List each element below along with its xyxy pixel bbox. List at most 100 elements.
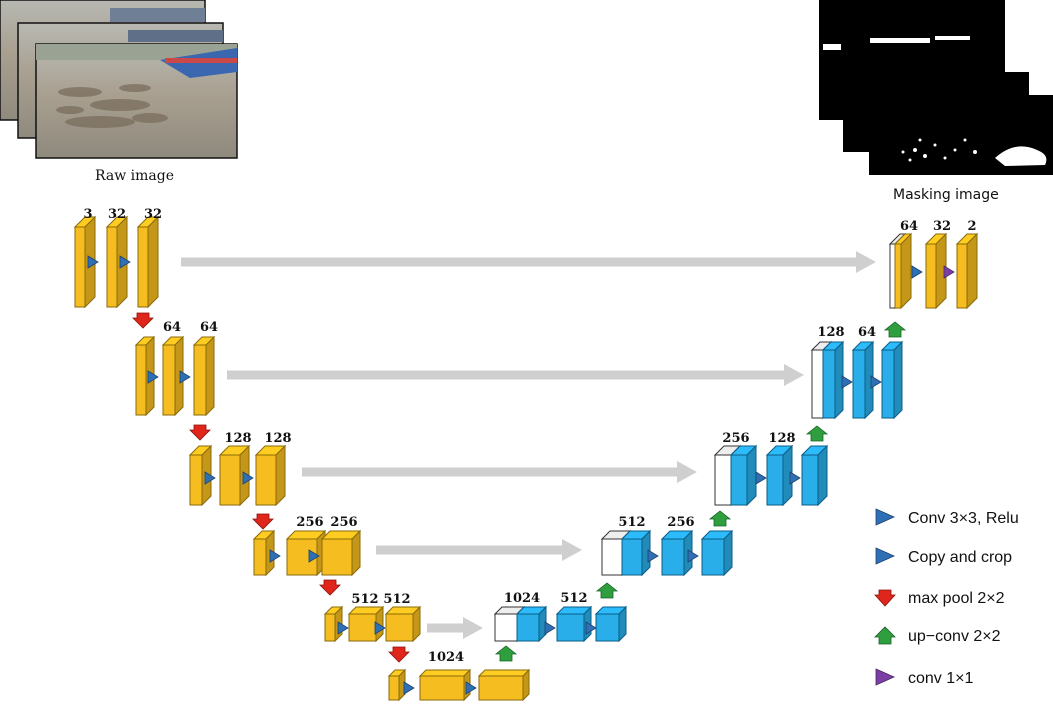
legend-label-1: Conv 3×3, Relu bbox=[908, 510, 1019, 527]
conv-arrow-l2-a bbox=[147, 370, 159, 384]
dec-l4-block-3 bbox=[700, 529, 734, 577]
conv-arrow-l5-a bbox=[337, 621, 349, 635]
conv-arrow-l3-a bbox=[204, 471, 216, 485]
dec-l2-block-3 bbox=[880, 340, 904, 420]
dec-l5-channels-2: 512 bbox=[560, 591, 587, 606]
enc-l4-channels-2: 256 bbox=[330, 515, 357, 530]
dec-l3-block-2 bbox=[765, 444, 794, 507]
conv-arrow-bottom-a bbox=[403, 681, 415, 695]
legend-label-5: conv 1×1 bbox=[908, 670, 973, 687]
max-pool-arrow-l5 bbox=[388, 646, 410, 663]
dec-l1-channels-3: 2 bbox=[967, 219, 976, 234]
legend-label-4: up−conv 2×2 bbox=[908, 628, 1001, 645]
dec-l1-block-2 bbox=[924, 232, 948, 310]
conv-arrow-l2-b bbox=[179, 370, 191, 384]
enc-l5-block-1 bbox=[323, 605, 344, 643]
bottom-block-3 bbox=[477, 668, 531, 702]
enc-l4-block-2 bbox=[285, 529, 327, 577]
enc-l1-channels-3: 32 bbox=[144, 207, 162, 222]
up-conv-arrow-l4 bbox=[708, 510, 732, 527]
enc-l2-block-2 bbox=[161, 335, 185, 417]
copy-crop-arrow-icon bbox=[875, 547, 895, 565]
up-conv-arrow-l5 bbox=[595, 582, 619, 599]
dec-l3-block-3 bbox=[800, 444, 829, 507]
skip-connection-level4 bbox=[376, 539, 582, 561]
dec-l5-block-1 bbox=[515, 605, 548, 643]
raw-image-stack bbox=[0, 0, 238, 159]
max-pool-arrow-l3 bbox=[252, 513, 274, 530]
conv-arrow-icon bbox=[875, 508, 895, 526]
skip-connection-level2 bbox=[227, 364, 804, 386]
conv-arrow-l3-b bbox=[242, 471, 254, 485]
conv-arrow-l5-b bbox=[374, 621, 386, 635]
dec-l3-channels-1: 256 bbox=[722, 431, 749, 446]
conv-arrow-dec-l4-b bbox=[687, 549, 699, 563]
up-conv-arrow-bottom bbox=[494, 645, 518, 662]
dec-l2-block-2 bbox=[851, 340, 875, 420]
enc-l1-channels-2: 32 bbox=[108, 207, 126, 222]
bottom-block-1 bbox=[387, 668, 407, 702]
enc-l2-channels-2: 64 bbox=[200, 320, 218, 335]
dec-l1-block-3 bbox=[955, 232, 979, 310]
legend-label-2: Copy and crop bbox=[908, 549, 1012, 566]
conv-arrow-l1-b bbox=[119, 255, 131, 269]
dec-l2-channels-2: 64 bbox=[858, 325, 876, 340]
max-pool-arrow-l1 bbox=[132, 312, 154, 329]
conv-arrow-dec-l2-a bbox=[841, 375, 853, 389]
enc-l2-channels-1: 64 bbox=[163, 320, 181, 335]
enc-l1-block-3 bbox=[136, 215, 160, 309]
dec-l3-block-1 bbox=[729, 444, 758, 507]
mask-frame-front bbox=[869, 95, 1053, 175]
dec-l2-block-1 bbox=[821, 340, 845, 420]
dec-l1-block-1 bbox=[893, 232, 913, 310]
skip-connection-level5 bbox=[427, 617, 483, 639]
enc-l3-block-1 bbox=[188, 444, 213, 507]
dec-l4-channels-1: 512 bbox=[618, 515, 645, 530]
conv1x1-arrow-dec-l1 bbox=[943, 265, 955, 279]
masking-image-stack bbox=[819, 0, 1053, 175]
enc-l1-channels-1: 3 bbox=[83, 207, 92, 222]
dec-l4-channels-2: 256 bbox=[667, 515, 694, 530]
dec-l5-channels-1: 1024 bbox=[504, 591, 540, 606]
dec-l1-channels-1: 64 bbox=[900, 219, 918, 234]
conv-arrow-dec-l5-b bbox=[585, 621, 597, 635]
skip-connection-level3 bbox=[302, 461, 697, 483]
dec-l1-channels-2: 32 bbox=[933, 219, 951, 234]
max-pool-arrow-l2 bbox=[189, 424, 211, 441]
legend-label-3: max pool 2×2 bbox=[908, 590, 1005, 607]
conv-arrow-dec-l1-a bbox=[911, 265, 923, 279]
enc-l5-channels-2: 512 bbox=[383, 592, 410, 607]
enc-l3-block-2 bbox=[218, 444, 251, 507]
up-conv-arrow-l2 bbox=[883, 321, 907, 338]
conv-arrow-dec-l3-b bbox=[789, 471, 801, 485]
conv-arrow-l4-b bbox=[308, 549, 320, 563]
conv1x1-arrow-icon bbox=[875, 668, 895, 686]
up-conv-arrow-icon bbox=[874, 626, 896, 645]
conv-arrow-l4-a bbox=[269, 549, 281, 563]
max-pool-arrow-icon bbox=[874, 589, 896, 607]
enc-l3-block-3 bbox=[254, 444, 287, 507]
up-conv-arrow-l3 bbox=[805, 425, 829, 442]
skip-connection-level1 bbox=[181, 251, 876, 273]
enc-l5-channels-1: 512 bbox=[351, 592, 378, 607]
enc-l2-block-3 bbox=[192, 335, 216, 417]
conv-arrow-dec-l3-a bbox=[755, 471, 767, 485]
enc-l3-channels-2: 128 bbox=[264, 431, 291, 446]
bottom-block-2 bbox=[418, 668, 472, 702]
conv-arrow-dec-l4-a bbox=[647, 549, 659, 563]
conv-arrow-l1-a bbox=[87, 255, 99, 269]
enc-l4-block-3 bbox=[320, 529, 362, 577]
dec-l3-channels-2: 128 bbox=[768, 431, 795, 446]
bottom-channels: 1024 bbox=[428, 650, 464, 665]
enc-l5-block-3 bbox=[384, 605, 422, 643]
enc-l4-channels-1: 256 bbox=[296, 515, 323, 530]
dec-l2-channels-1: 128 bbox=[817, 325, 844, 340]
dec-l5-block-3 bbox=[594, 605, 628, 643]
conv-arrow-bottom-b bbox=[465, 681, 477, 695]
raw-image-frame-front bbox=[35, 43, 238, 159]
conv-arrow-dec-l5-a bbox=[544, 621, 556, 635]
raw-image-caption: Raw image bbox=[95, 168, 174, 184]
enc-l4-block-1 bbox=[252, 529, 276, 577]
